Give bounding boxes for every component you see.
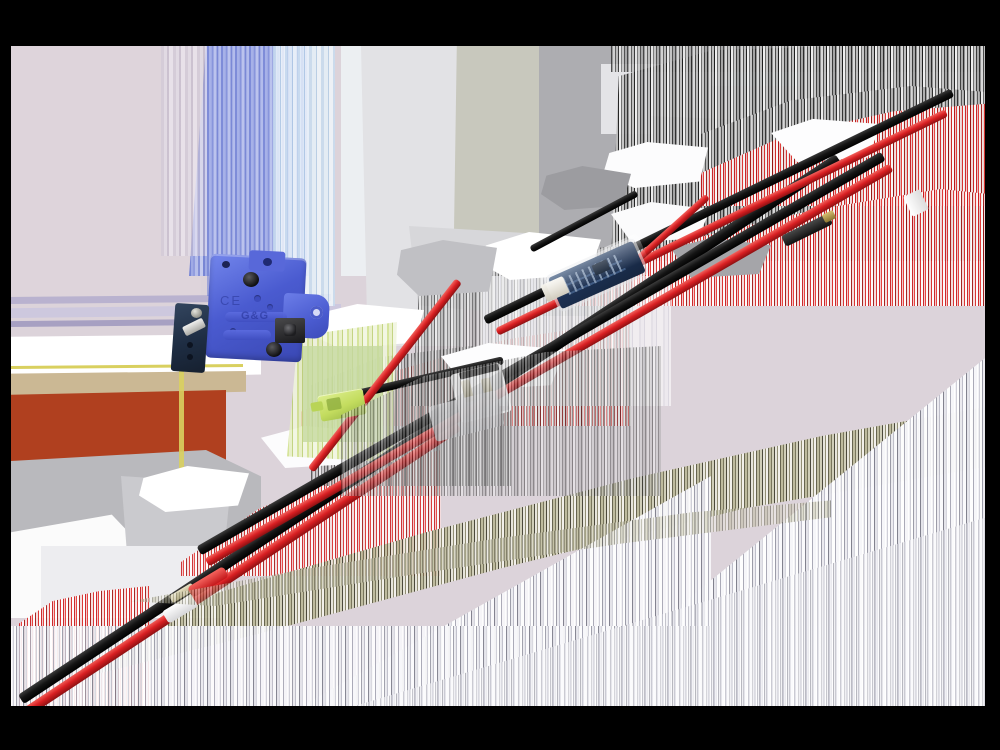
letterbox-bottom bbox=[0, 706, 1000, 750]
brand-emboss-text: G&G bbox=[241, 310, 270, 322]
etu-eyelet bbox=[310, 306, 323, 319]
etu-pin-left bbox=[222, 261, 230, 268]
etu-dimple-b bbox=[267, 304, 273, 310]
grey-blob-3 bbox=[397, 240, 497, 296]
streak-grey-bottom bbox=[11, 626, 985, 706]
trigger-contact-hole-a bbox=[187, 342, 193, 348]
trigger-contact bbox=[170, 302, 210, 374]
etu-pin-right bbox=[263, 258, 272, 266]
ce-mark-text: CE bbox=[220, 293, 243, 308]
lilac-stripe-3 bbox=[11, 318, 311, 327]
gg-emboss-row-2 bbox=[223, 330, 271, 340]
ce-mark-icon: CE bbox=[220, 294, 246, 307]
yellow-trim-vertical bbox=[179, 322, 184, 472]
letterbox-left bbox=[0, 0, 11, 750]
lilac-stripe-1 bbox=[11, 294, 331, 304]
etu-screw-top bbox=[243, 272, 259, 287]
letterbox-right bbox=[985, 0, 1000, 750]
etu-screw-bottom bbox=[266, 342, 282, 357]
brand-emboss-label: G&G bbox=[241, 310, 281, 322]
etu-microswitch-button bbox=[284, 324, 296, 336]
photo-area: CE G&G bbox=[11, 46, 985, 706]
region-mauve-backdrop-2 bbox=[11, 46, 201, 296]
white-plug bbox=[903, 189, 929, 217]
letterbox-top bbox=[0, 0, 1000, 46]
etu-dimple-a bbox=[254, 295, 261, 302]
trigger-contact-hole-b bbox=[187, 354, 193, 360]
clear-connector-shadow bbox=[427, 390, 505, 442]
trigger-contact-screw bbox=[191, 308, 202, 318]
yellow-trim-line bbox=[11, 364, 243, 369]
tamiya-connector-slot bbox=[326, 396, 342, 412]
gg-emboss-row-1 bbox=[225, 312, 287, 322]
